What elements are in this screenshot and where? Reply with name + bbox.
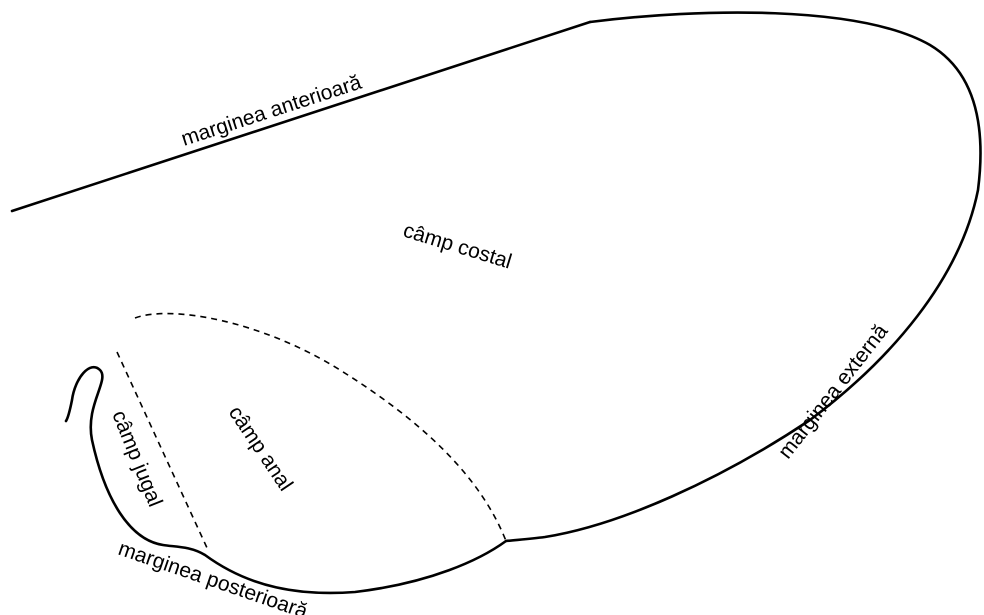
anal-field-label: câmp anal	[224, 402, 297, 495]
jugal-field-label: câmp jugal	[107, 407, 166, 510]
posterior-margin-label: marginea posterioară	[115, 537, 310, 615]
anterior-margin-line	[10, 20, 592, 213]
external-margin-label: marginea externă	[774, 320, 893, 463]
costal-field-label: câmp costal	[401, 219, 515, 274]
external-margin-line	[504, 11, 982, 543]
jugal-fold-dashed-line	[116, 351, 209, 551]
posterior-margin-line	[64, 366, 508, 595]
anal-fold-dashed-line	[134, 312, 507, 542]
anterior-margin-label: marginea anterioară	[178, 71, 364, 151]
